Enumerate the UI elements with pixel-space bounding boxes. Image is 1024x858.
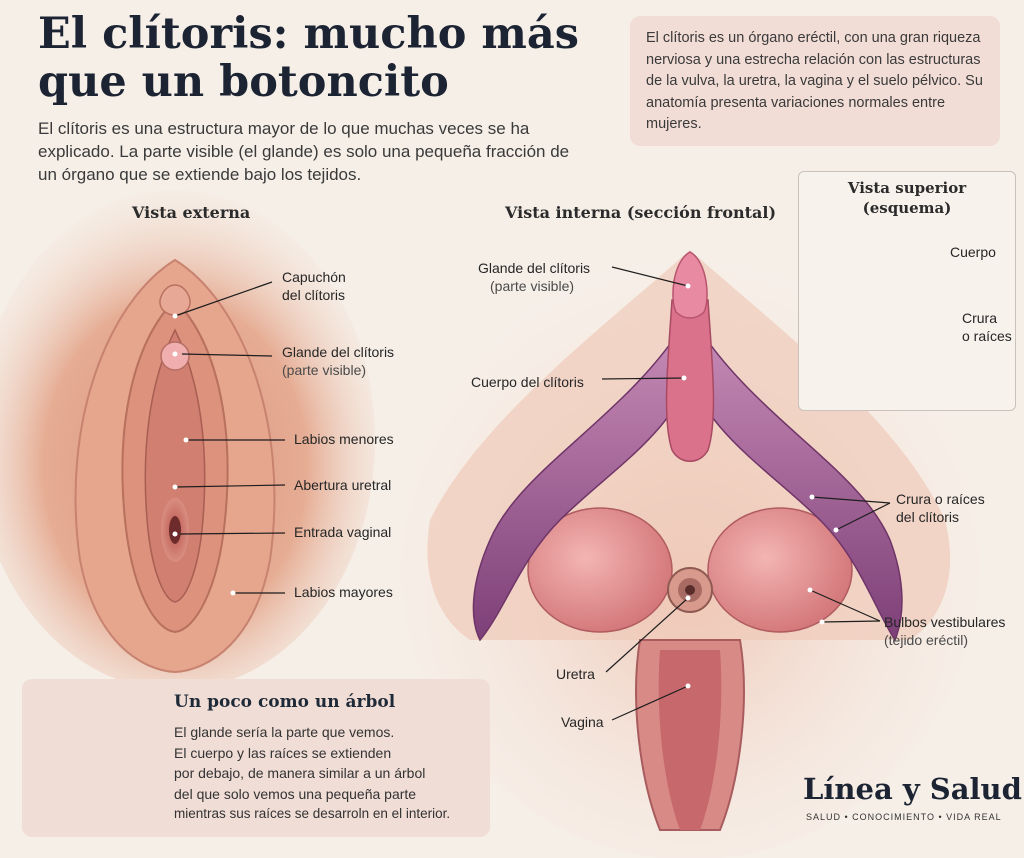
- tree-analogy-line3: por debajo, de manera similar a un árbol: [174, 765, 426, 781]
- page-title: El clítoris: mucho más que un botoncito: [38, 10, 598, 106]
- title-line-2: que un botoncito: [38, 57, 449, 107]
- label-urethral-opening: Abertura uretral: [294, 477, 392, 493]
- tree-analogy-box: [22, 679, 490, 837]
- label-glans-internal: Glande del clítoris (parte visible): [478, 259, 590, 295]
- label-vestibular-bulbs: Bulbos vestibulares (tejido eréctil): [884, 613, 1005, 649]
- internal-view: [400, 250, 980, 858]
- label-urethra: Uretra: [556, 666, 595, 682]
- external-view: [0, 190, 375, 690]
- label-glans-external-line2: (parte visible): [282, 362, 367, 378]
- top-view-label-crura-line1: Crura: [962, 310, 998, 326]
- top-view-heading: Vista superior (esquema): [798, 178, 1016, 218]
- tree-analogy-line2: El cuerpo y las raíces se extienden: [174, 744, 392, 761]
- info-box: El clítoris es un órgano eréctil, con un…: [630, 16, 1000, 146]
- top-view-heading-line2: (esquema): [862, 199, 952, 217]
- label-vestibular-bulbs-line2: (tejido eréctil): [884, 632, 969, 648]
- top-view-label-crura: Crura o raíces: [962, 309, 1012, 345]
- label-labia-minora: Labios menores: [294, 431, 394, 447]
- label-glans-external: Glande del clítoris (parte visible): [282, 343, 394, 379]
- label-crura: Crura o raíces del clítoris: [896, 490, 985, 526]
- label-clitoral-hood-line2: del clítoris: [282, 287, 346, 303]
- title-line-1: El clítoris: mucho más: [38, 9, 579, 59]
- top-view-label-body: Cuerpo: [950, 244, 996, 260]
- top-view-panel: [798, 171, 1016, 411]
- label-clitoral-hood-line1: Capuchón: [282, 269, 346, 285]
- label-clitoral-body: Cuerpo del clítoris: [471, 374, 584, 390]
- label-glans-internal-line1: Glande del clítoris: [478, 260, 591, 276]
- internal-view-heading: Vista interna (sección frontal): [505, 203, 777, 222]
- tree-analogy-line4: del que solo vemos una pequeña parte: [174, 785, 417, 802]
- label-labia-majora: Labios mayores: [294, 584, 393, 600]
- top-view-heading-line1: Vista superior: [847, 179, 967, 197]
- label-crura-line1: Crura o raíces: [896, 491, 985, 507]
- external-view-heading: Vista externa: [132, 203, 251, 222]
- tree-analogy-title: Un poco como un árbol: [174, 692, 396, 712]
- tree-analogy-line1: El glande sería la parte que vemos.: [174, 724, 395, 740]
- label-glans-external-line1: Glande del clítoris: [282, 344, 395, 360]
- brand-logo: Línea y Salud: [803, 772, 1022, 806]
- label-vaginal-entrance: Entrada vaginal: [294, 524, 392, 540]
- brand-tagline: SALUD • CONOCIMIENTO • VIDA REAL: [806, 812, 1002, 822]
- label-clitoral-hood: Capuchón del clítoris: [282, 268, 346, 304]
- tree-analogy-line5: mientras sus raíces se desarroln en el i…: [174, 806, 451, 821]
- label-vestibular-bulbs-line1: Bulbos vestibulares: [884, 614, 1006, 630]
- intro-text: El clítoris es una estructura mayor de l…: [38, 119, 570, 184]
- label-glans-internal-line2: (parte visible): [490, 278, 575, 294]
- label-crura-line2: del clítoris: [896, 509, 960, 525]
- label-vagina: Vagina: [561, 714, 604, 730]
- top-view-label-crura-line2: o raíces: [962, 328, 1012, 344]
- tree-analogy-text: El glande sería la parte que vemos. El c…: [174, 722, 484, 825]
